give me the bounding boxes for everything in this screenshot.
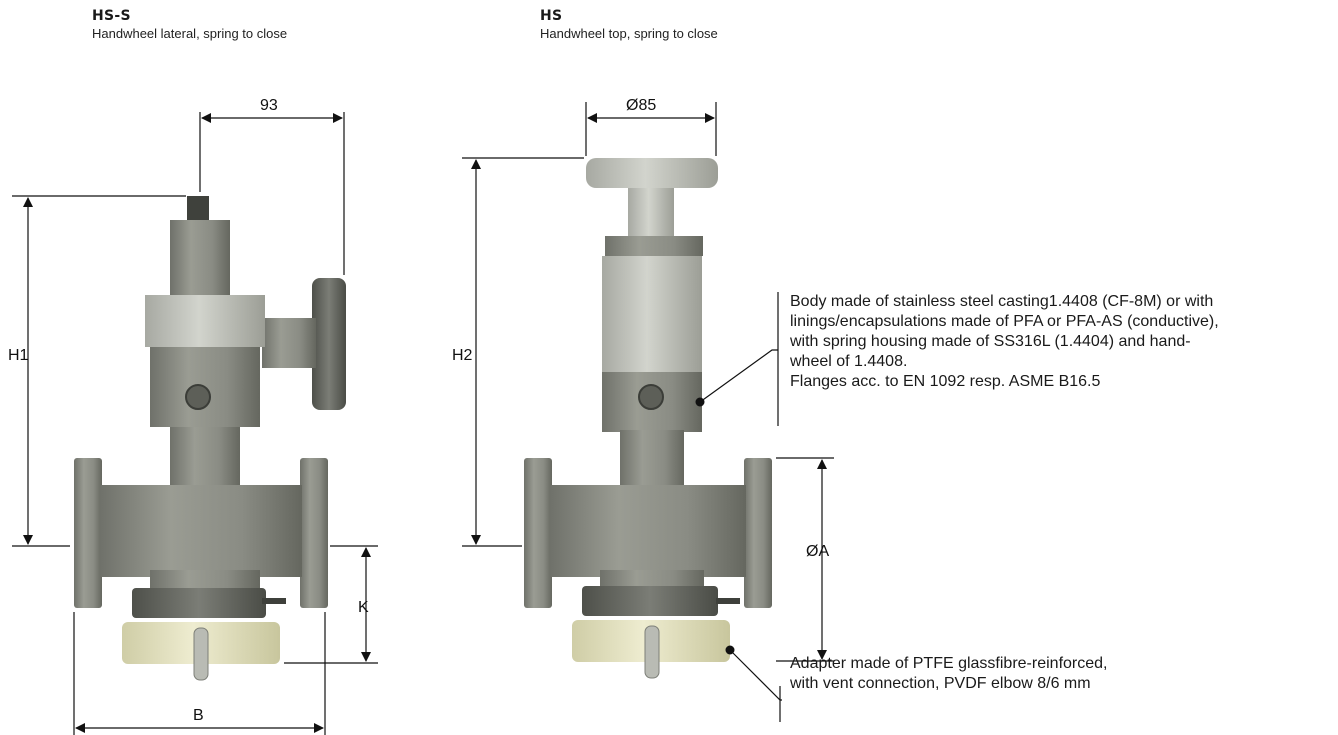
left-neck (170, 427, 240, 487)
dim-k-label: K (358, 599, 369, 616)
left-body-bolt (185, 384, 211, 410)
right-stem (628, 188, 674, 238)
left-upper-block (145, 295, 265, 347)
left-nut (132, 588, 266, 618)
left-valve (74, 196, 346, 681)
body-note-line: wheel of 1.4408. (790, 353, 908, 370)
right-elbow (644, 625, 660, 679)
right-handwheel (586, 158, 718, 188)
body-callout-dot (695, 397, 705, 407)
left-valve-header: HS-S Handwheel lateral, spring to close (92, 8, 287, 41)
right-valve (524, 158, 772, 679)
right-dimensions (462, 102, 834, 662)
left-vent-port (262, 598, 286, 604)
left-side-handwheel (312, 278, 346, 410)
right-pipe (550, 485, 746, 577)
dim-h1-label: H1 (8, 347, 29, 364)
right-valve-description: Handwheel top, spring to close (540, 26, 718, 41)
right-valve-code: HS (540, 8, 563, 24)
left-valve-description: Handwheel lateral, spring to close (92, 26, 288, 41)
left-flange-right (300, 458, 328, 608)
dim-a-label: ØA (806, 543, 829, 560)
body-note-line: Body made of stainless steel casting1.44… (790, 293, 1214, 310)
body-material-note: Body made of stainless steel casting1.44… (790, 292, 1330, 392)
left-pipe (100, 485, 302, 577)
left-handwheel-stem (262, 318, 316, 368)
left-bottom-neck (150, 570, 260, 590)
left-dimensions (12, 112, 378, 735)
right-spring-housing (602, 256, 702, 376)
adapter-callout-dot (725, 645, 735, 655)
left-valve-code: HS-S (92, 8, 131, 24)
dim-b-label: B (193, 707, 204, 724)
right-flange-right (744, 458, 772, 608)
body-note-line: with spring housing made of SS316L (1.44… (790, 333, 1191, 350)
left-top-knob (187, 196, 209, 220)
left-elbow (193, 627, 209, 681)
left-spring-housing (170, 220, 230, 295)
right-bottom-neck (600, 570, 704, 590)
dim-93-label: 93 (260, 97, 278, 114)
adapter-note-line: with vent connection, PVDF elbow 8/6 mm (790, 675, 1091, 692)
right-valve-header: HS Handwheel top, spring to close (540, 8, 718, 41)
right-vent-port (716, 598, 740, 604)
adapter-note-line: Adapter made of PTFE glassfibre-reinforc… (790, 655, 1108, 672)
right-flange-left (524, 458, 552, 608)
adapter-material-note: Adapter made of PTFE glassfibre-reinforc… (790, 654, 1310, 694)
right-stem-collar (605, 236, 703, 256)
dim-h2-label: H2 (452, 347, 473, 364)
dim-d85-label: Ø85 (626, 97, 656, 114)
left-flange-left (74, 458, 102, 608)
right-nut (582, 586, 718, 616)
right-neck (620, 430, 684, 490)
right-body-bolt (638, 384, 664, 410)
body-note-line: Flanges acc. to EN 1092 resp. ASME B16.5 (790, 373, 1101, 390)
body-note-line: linings/encapsulations made of PFA or PF… (790, 313, 1219, 330)
callout-leaders (699, 292, 782, 722)
